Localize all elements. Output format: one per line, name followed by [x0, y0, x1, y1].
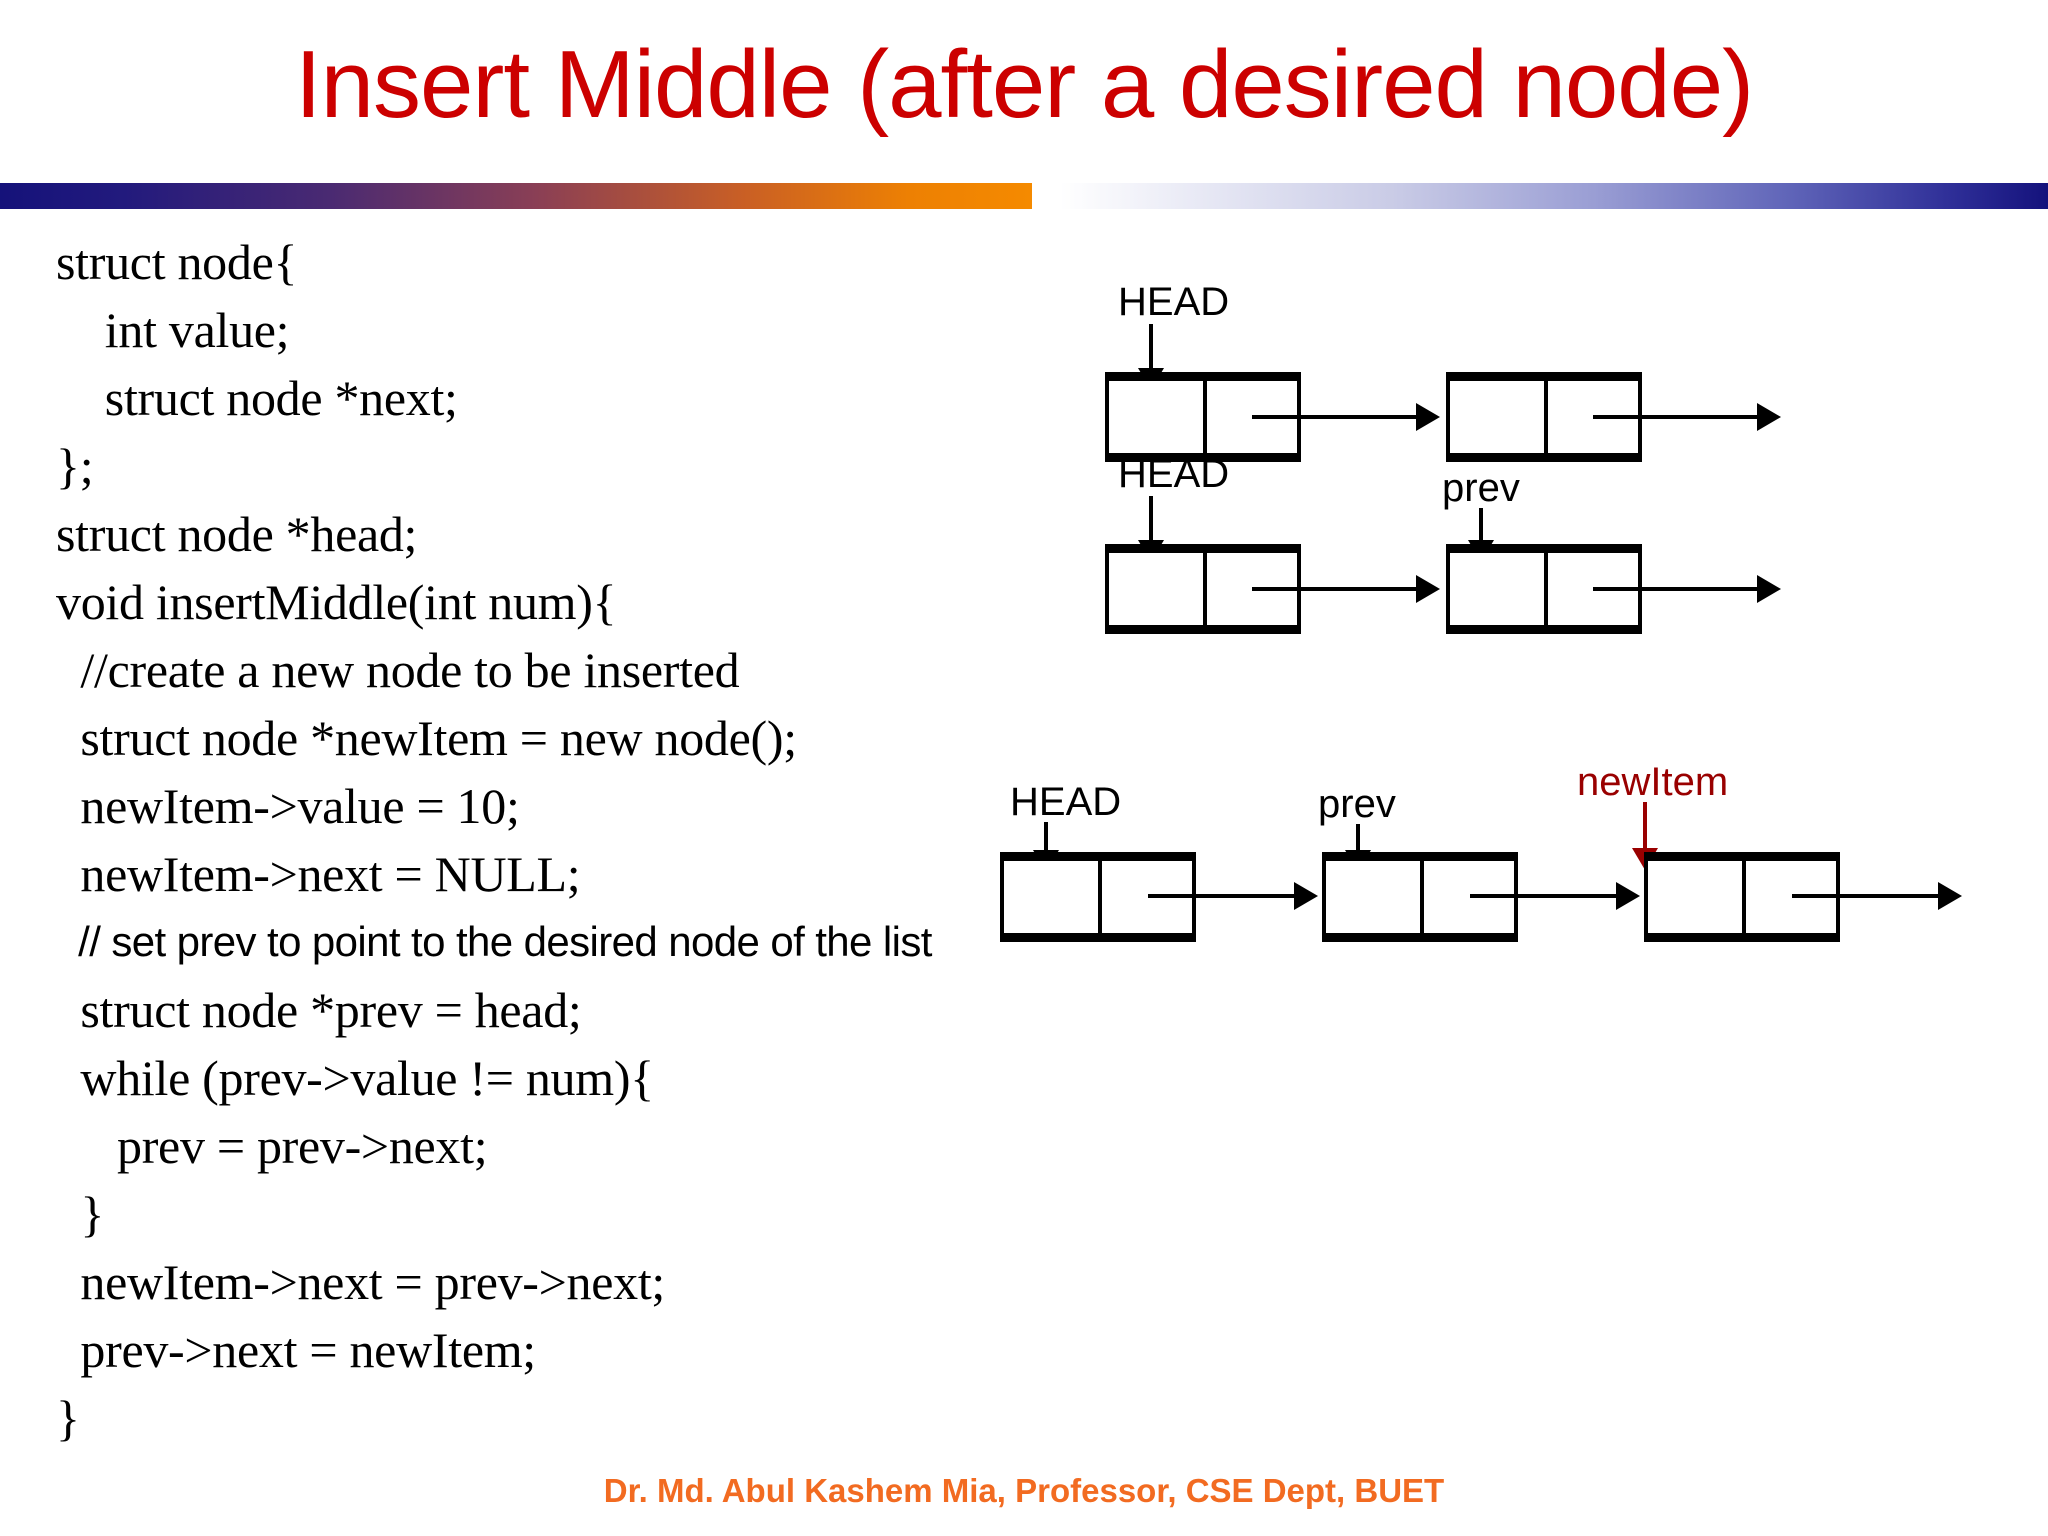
- diagram-after-insert: HEAD prev newItem: [1000, 760, 2000, 960]
- node-cell-divider: [1742, 861, 1746, 933]
- node-link-arrowhead: [1416, 403, 1440, 431]
- code-line: newItem->next = prev->next;: [56, 1254, 666, 1310]
- code-line: void insertMiddle(int num){: [56, 574, 617, 630]
- node-link-arrowhead: [1616, 882, 1640, 910]
- node-cell-divider: [1098, 861, 1102, 933]
- node-link-line: [1593, 415, 1759, 419]
- pointer-label-head: HEAD: [1118, 280, 1230, 324]
- code-line: struct node{: [56, 234, 298, 290]
- node-link-line: [1252, 415, 1418, 419]
- diagram-initial-list: HEAD: [1100, 280, 1900, 462]
- node-link-line: [1252, 587, 1418, 591]
- pointer-stem-prev: [1356, 824, 1360, 852]
- node-link-arrowhead: [1938, 882, 1962, 910]
- code-line: prev->next = newItem;: [56, 1322, 536, 1378]
- slide-footer-credit: Dr. Md. Abul Kashem Mia, Professor, CSE …: [603, 1472, 1445, 1509]
- node-link-arrowhead: [1757, 575, 1781, 603]
- divider-gradient-left: [0, 183, 1032, 209]
- node-cell-divider: [1544, 381, 1548, 453]
- pointer-stem-head: [1149, 324, 1153, 372]
- code-listing: struct node{ int value; struct node *nex…: [56, 228, 1056, 1452]
- node-link-arrowhead: [1416, 575, 1440, 603]
- pointer-label-head: HEAD: [1118, 452, 1230, 496]
- code-line: struct node *head;: [56, 506, 418, 562]
- code-line: }: [56, 1390, 80, 1446]
- code-line: struct node *newItem = new node();: [56, 710, 797, 766]
- list-node-new: [1644, 852, 1840, 942]
- diagram-prev-located: HEAD prev: [1100, 452, 1900, 634]
- node-cell-divider: [1203, 553, 1207, 625]
- node-cell-divider: [1203, 381, 1207, 453]
- node-cell-divider: [1420, 861, 1424, 933]
- pointer-stem-prev: [1479, 508, 1483, 544]
- node-link-line: [1593, 587, 1759, 591]
- page-title: Insert Middle (after a desired node): [294, 31, 1754, 138]
- pointer-label-head: HEAD: [1010, 780, 1122, 824]
- node-link-arrowhead: [1294, 882, 1318, 910]
- code-line: }: [56, 1186, 105, 1242]
- code-line: while (prev->value != num){: [56, 1050, 654, 1106]
- node-link-line: [1792, 894, 1940, 898]
- header-divider: [0, 183, 2048, 209]
- code-line: struct node *prev = head;: [56, 982, 582, 1038]
- list-node: [1322, 852, 1518, 942]
- pointer-label-prev: prev: [1318, 782, 1396, 826]
- node-cell-divider: [1544, 553, 1548, 625]
- pointer-stem-newitem: [1643, 802, 1647, 852]
- pointer-label-newitem: newItem: [1577, 760, 1729, 804]
- pointer-stem-head: [1044, 822, 1048, 852]
- pointer-label-prev: prev: [1442, 466, 1520, 510]
- code-line: int value;: [56, 302, 290, 358]
- divider-gradient-right: [1060, 183, 2048, 209]
- code-line-comment: // set prev to point to the desired node…: [56, 918, 932, 965]
- code-line: struct node *next;: [56, 370, 458, 426]
- node-link-arrowhead: [1757, 403, 1781, 431]
- code-line: };: [56, 438, 94, 494]
- node-link-line: [1148, 894, 1296, 898]
- code-line: prev = prev->next;: [56, 1118, 488, 1174]
- code-line: newItem->value = 10;: [56, 778, 520, 834]
- node-link-line: [1470, 894, 1618, 898]
- code-line: //create a new node to be inserted: [56, 642, 740, 698]
- pointer-stem-head: [1149, 496, 1153, 544]
- code-line: newItem->next = NULL;: [56, 846, 581, 902]
